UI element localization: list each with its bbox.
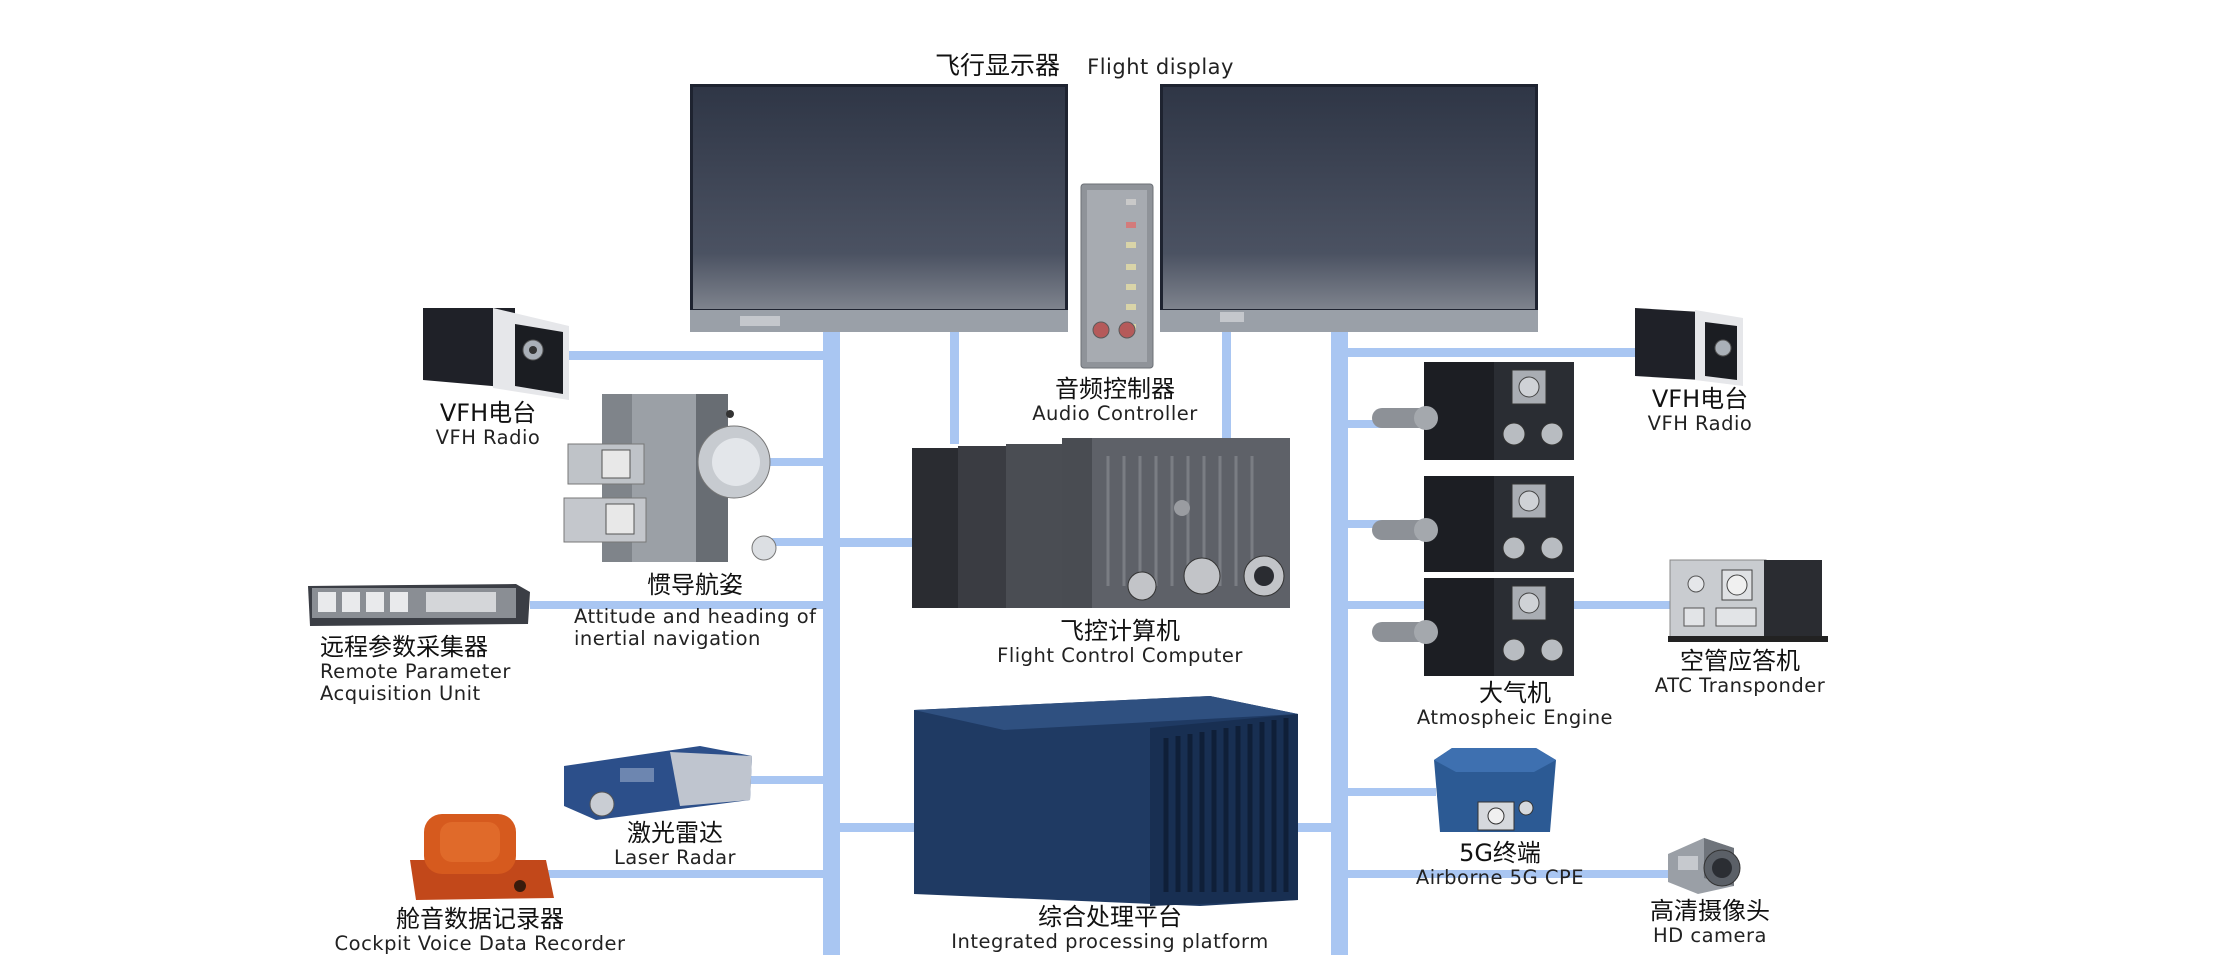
flight-control-label: 飞控计算机 Flight Control Computer: [970, 618, 1270, 667]
vfh-radio-left-cn: VFH电台: [439, 399, 537, 427]
cockpit-recorder-en: Cockpit Voice Data Recorder: [334, 931, 626, 955]
flight-control-cn: 飞控计算机: [1060, 617, 1180, 645]
bus-recorder: [548, 870, 826, 878]
bus-inertial-upper: [770, 458, 826, 466]
cockpit-recorder-label: 舱音数据记录器 Cockpit Voice Data Recorder: [330, 906, 630, 955]
atmospheric-label: 大气机 Atmospheic Engine: [1400, 680, 1630, 729]
title-cn: 飞行显示器: [935, 51, 1061, 80]
vfh-radio-right-cn: VFH电台: [1651, 385, 1749, 413]
inertial-nav-en-2: inertial navigation: [574, 626, 761, 650]
bus-inertial-lower: [770, 538, 826, 546]
atc-transponder-label: 空管应答机 ATC Transponder: [1640, 648, 1840, 697]
bus-vfh-right: [1346, 348, 1638, 357]
atc-transponder-cn: 空管应答机: [1680, 647, 1800, 675]
integrated-platform-device: [914, 696, 1298, 906]
laser-radar-en: Laser Radar: [613, 845, 737, 869]
vfh-radio-left-label: VFH电台 VFH Radio: [408, 400, 568, 449]
vfh-radio-right-en: VFH Radio: [1647, 411, 1753, 435]
flight-control-en: Flight Control Computer: [997, 643, 1243, 667]
vfh-radio-right-label: VFH电台 VFH Radio: [1620, 386, 1780, 435]
cockpit-recorder-device: [410, 814, 554, 900]
bus-laser-radar: [750, 776, 826, 784]
inertial-nav-en-1: Attitude and heading of: [574, 605, 817, 628]
inertial-nav-en-label: Attitude and heading of inertial navigat…: [574, 606, 817, 650]
bus-platform-left: [838, 823, 916, 832]
hd-camera-device: [1668, 838, 1741, 894]
remote-param-device: [308, 584, 530, 626]
atc-transponder-en: ATC Transponder: [1654, 673, 1826, 697]
title-en: Flight display: [1087, 55, 1234, 79]
atmospheric-en: Atmospheic Engine: [1416, 705, 1614, 729]
cpe-5g-cn: 5G终端: [1459, 839, 1541, 867]
atmospheric-cn: 大气机: [1479, 679, 1551, 707]
cpe-5g-label: 5G终端 Airborne 5G CPE: [1400, 840, 1600, 889]
audio-controller-label: 音频控制器 Audio Controller: [1010, 376, 1220, 425]
audio-controller-cn: 音频控制器: [1055, 375, 1175, 403]
vfh-radio-right-device: [1635, 308, 1743, 386]
flight-display-left: [690, 84, 1068, 332]
integrated-platform-en: Integrated processing platform: [951, 929, 1269, 953]
right-trunk-bus: [1331, 332, 1348, 955]
bus-platform-right: [1294, 823, 1334, 832]
flight-display-right: [1160, 84, 1538, 332]
cockpit-recorder-cn: 舱音数据记录器: [396, 905, 564, 933]
atmospheric-device-1: [1372, 362, 1574, 460]
laser-radar-cn: 激光雷达: [627, 819, 723, 847]
vfh-radio-left-en: VFH Radio: [435, 425, 541, 449]
diagram-title: 飞行显示器 Flight display: [935, 46, 1234, 82]
left-trunk-bus: [823, 332, 840, 955]
right-screen-drop: [1222, 332, 1231, 444]
bus-flight-control: [838, 538, 916, 547]
hd-camera-en: HD camera: [1652, 923, 1767, 947]
integrated-platform-cn: 综合处理平台: [1038, 903, 1182, 931]
cpe-5g-device: [1434, 748, 1556, 832]
remote-param-en-1: Remote Parameter: [320, 659, 511, 683]
bus-hd-camera: [1346, 870, 1672, 878]
audio-controller-en: Audio Controller: [1032, 401, 1198, 425]
remote-param-en-2: Acquisition Unit: [320, 681, 481, 705]
cpe-5g-en: Airborne 5G CPE: [1415, 865, 1585, 889]
inertial-nav-cn: 惯导航姿: [647, 571, 743, 599]
laser-radar-label: 激光雷达 Laser Radar: [600, 820, 750, 869]
left-screen-drop: [950, 332, 959, 444]
remote-param-label: 远程参数采集器 Remote Parameter Acquisition Uni…: [320, 634, 511, 705]
atmospheric-device-2: [1372, 476, 1574, 572]
inertial-nav-cn-label: 惯导航姿: [620, 572, 770, 599]
atc-transponder-device: [1668, 559, 1828, 642]
integrated-platform-label: 综合处理平台 Integrated processing platform: [950, 904, 1270, 953]
bus-remote-param: [530, 601, 826, 609]
vfh-radio-left-device: [423, 308, 569, 400]
flight-control-device: [912, 438, 1290, 608]
atmospheric-device-3: [1372, 578, 1574, 676]
hd-camera-label: 高清摄像头 HD camera: [1630, 898, 1790, 947]
bus-5g: [1346, 788, 1436, 796]
laser-radar-device: [564, 746, 752, 820]
bus-vfh-left: [568, 351, 826, 360]
audio-controller-device: [1080, 183, 1154, 369]
remote-param-cn: 远程参数采集器: [320, 633, 488, 661]
inertial-nav-device: [563, 394, 777, 562]
hd-camera-cn: 高清摄像头: [1650, 897, 1770, 925]
